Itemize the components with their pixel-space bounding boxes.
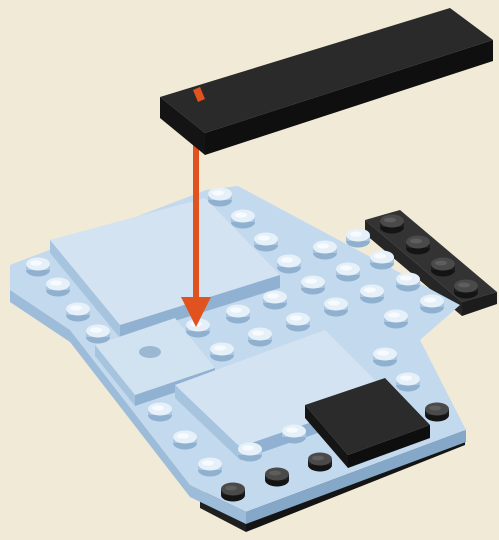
hole — [139, 346, 161, 358]
